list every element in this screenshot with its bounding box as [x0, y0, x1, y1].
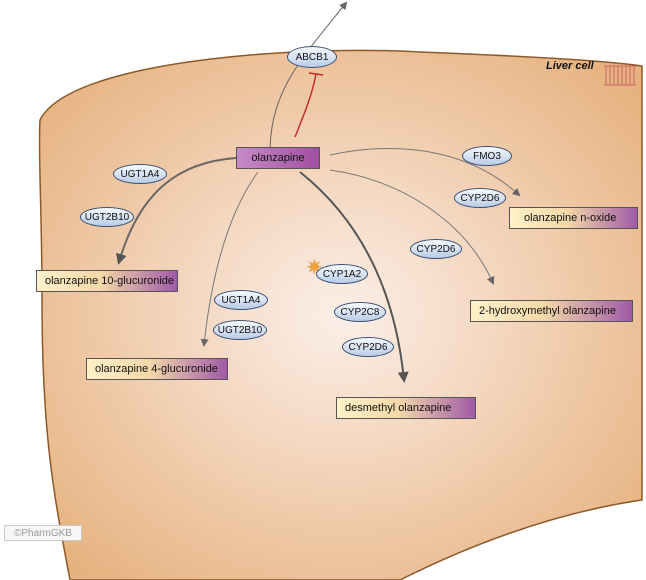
metabolite-10-glucuronide[interactable]: olanzapine 10-glucuronide: [36, 270, 178, 292]
membrane-icon: [604, 65, 636, 86]
enzyme-cyp2d6-center[interactable]: CYP2D6: [342, 337, 394, 357]
arrow-to-desmethyl: [299, 171, 409, 383]
abcb1-transporter[interactable]: ABCB1: [287, 46, 337, 68]
arrow-to-n-oxide: [329, 148, 521, 197]
enzyme-cyp1a2[interactable]: CYP1A2: [316, 264, 368, 284]
arrow-to-4-glucuronide: [200, 171, 259, 347]
enzyme-ugt2b10-bottom[interactable]: UGT2B10: [213, 320, 267, 340]
pharmgkb-credit: ©PharmGKB: [4, 525, 82, 541]
arrow-to-hydroxymethyl: [329, 169, 495, 285]
metabolite-desmethyl[interactable]: desmethyl olanzapine: [336, 397, 476, 419]
enzyme-ugt1a4-top[interactable]: UGT1A4: [113, 164, 167, 184]
efflux-arrow: [269, 1, 348, 149]
enzyme-cyp2d6-upper[interactable]: CYP2D6: [454, 188, 506, 208]
metabolite-4-glucuronide[interactable]: olanzapine 4-glucuronide: [86, 358, 228, 380]
metabolite-n-oxide[interactable]: olanzapine n-oxide: [509, 207, 638, 229]
cell-label: Liver cell: [546, 60, 594, 72]
inhibition-line: [294, 73, 317, 138]
metabolite-hydroxymethyl[interactable]: 2-hydroxymethyl olanzapine: [470, 300, 633, 322]
enzyme-cyp2d6-lower[interactable]: CYP2D6: [410, 239, 462, 259]
enzyme-ugt1a4-bottom[interactable]: UGT1A4: [214, 290, 268, 310]
inhibition-bar: [308, 72, 324, 76]
drug-olanzapine[interactable]: olanzapine: [236, 147, 320, 169]
enzyme-ugt2b10-top[interactable]: UGT2B10: [80, 207, 134, 227]
arrow-to-10-glucuronide: [115, 157, 237, 265]
enzyme-cyp2c8[interactable]: CYP2C8: [334, 302, 386, 322]
enzyme-fmo3[interactable]: FMO3: [462, 146, 512, 166]
